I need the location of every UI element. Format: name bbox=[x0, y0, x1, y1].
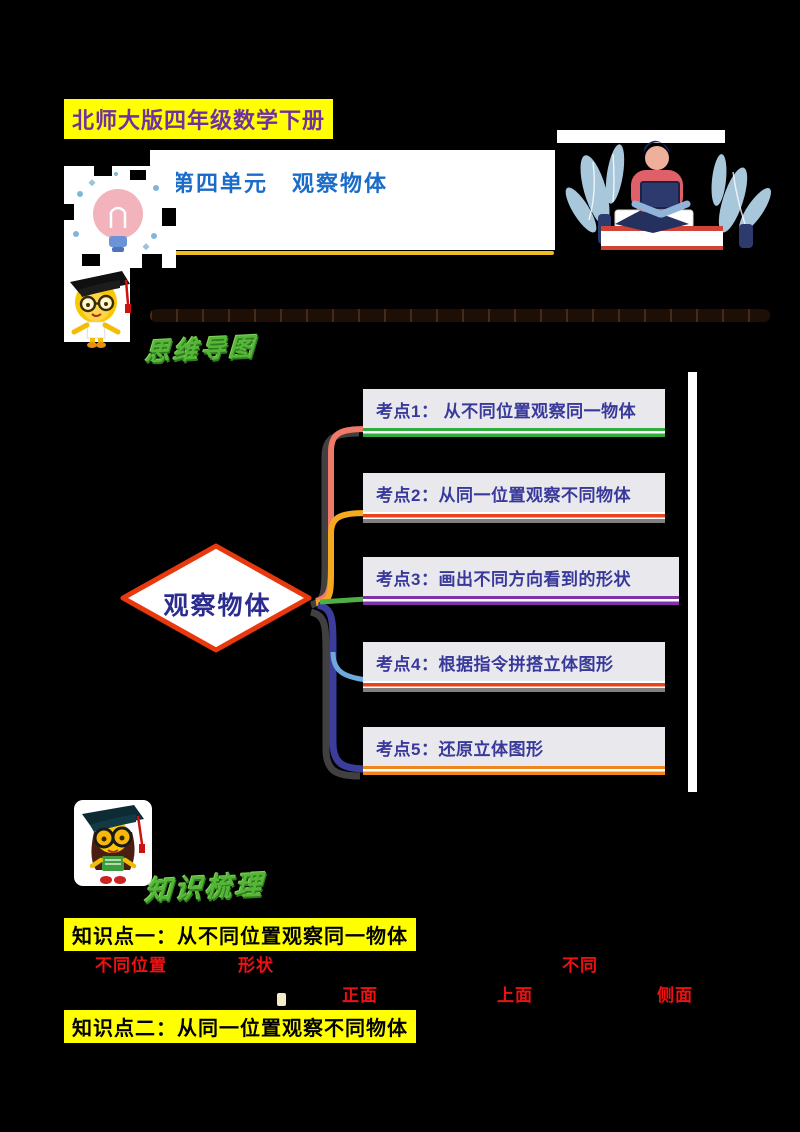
mindmap-node-4: 考点4：根据指令拼搭立体图形 bbox=[363, 642, 665, 682]
title-underline-rule bbox=[158, 251, 554, 255]
reading-person-illustration bbox=[543, 112, 798, 260]
book-title: 北师大版四年级数学下册 bbox=[64, 99, 334, 139]
knowledge-section-label: 知识梳理 bbox=[144, 869, 266, 907]
page-artifact bbox=[277, 993, 286, 1006]
red-keyword: 不同位置 bbox=[95, 956, 167, 975]
red-keyword: 正面 bbox=[342, 986, 378, 1005]
mindmap-root-node: 观察物体 bbox=[163, 592, 272, 620]
mindmap-node-1: 考点1： 从不同位置观察同一物体 bbox=[363, 389, 665, 429]
mindmap-node-2-underline bbox=[363, 512, 665, 523]
right-margin-bar bbox=[688, 372, 697, 792]
student-mascot-boy-icon bbox=[64, 262, 148, 348]
mindmap-node-5-underline bbox=[363, 766, 665, 775]
knowledge-point-2-heading: 知识点二：从同一位置观察不同物体 bbox=[64, 1010, 416, 1043]
red-keyword: 上面 bbox=[497, 986, 533, 1005]
mindmap-node-1-underline bbox=[363, 428, 665, 437]
mindmap-node-3-underline bbox=[363, 596, 679, 605]
student-mascot-girl-icon bbox=[74, 798, 156, 888]
knowledge-point-1-heading: 知识点一：从不同位置观察同一物体 bbox=[64, 918, 416, 951]
unit-title: 第四单元 观察物体 bbox=[172, 171, 389, 196]
red-keyword: 不同 bbox=[562, 956, 598, 975]
mindmap-node-5: 考点5：还原立体图形 bbox=[363, 727, 665, 767]
mindmap-node-3: 考点3：画出不同方向看到的形状 bbox=[363, 557, 679, 597]
section-divider-bar bbox=[150, 309, 770, 322]
mindmap-node-4-underline bbox=[363, 681, 665, 692]
mindmap-node-2: 考点2：从同一位置观察不同物体 bbox=[363, 473, 665, 513]
unit-title-background bbox=[150, 150, 555, 250]
red-keyword: 形状 bbox=[238, 956, 274, 975]
lightbulb-icon bbox=[64, 166, 176, 268]
red-keyword: 侧面 bbox=[657, 986, 693, 1005]
